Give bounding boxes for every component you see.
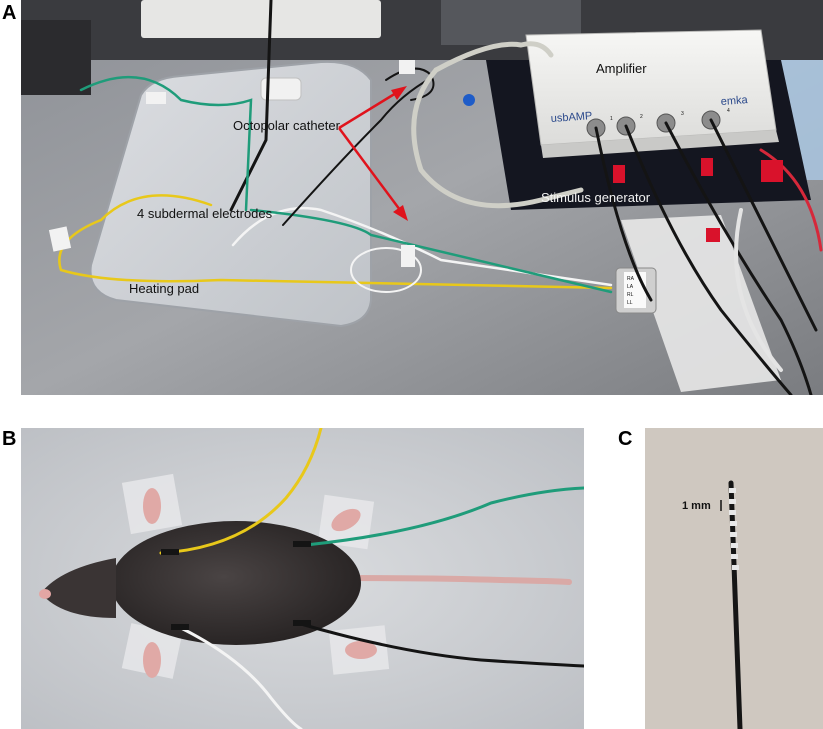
- panel-a-photo: Amplifier Octopolar catheter 4 subdermal…: [21, 0, 823, 395]
- panel-b-photo: [21, 428, 584, 729]
- catheter-electrodes: [729, 488, 739, 570]
- mouse-photo: [21, 428, 584, 729]
- mouse-tail: [338, 575, 572, 585]
- tape-piece: [48, 226, 72, 252]
- cable-tag: [761, 160, 783, 182]
- mouse-paw: [143, 488, 161, 524]
- panel-label-b: B: [2, 428, 17, 450]
- channel-3: 3: [681, 111, 684, 117]
- tape-piece: [146, 92, 166, 104]
- subdermal-electrodes-label: 4 subdermal electrodes: [137, 206, 273, 221]
- panel-label-c: C: [618, 428, 633, 450]
- channel-1: 1: [610, 116, 613, 122]
- tape-strip: [621, 215, 781, 392]
- cable-tag: [613, 165, 625, 183]
- cables: [58, 0, 823, 395]
- lead-rl: RL: [627, 292, 634, 298]
- electrode-tips: [161, 541, 311, 630]
- panel-label-a: A: [2, 2, 17, 24]
- background-device-left: [21, 20, 91, 95]
- mouse-head: [41, 558, 116, 618]
- mouse-nose: [39, 589, 51, 599]
- cable-tag: [706, 228, 720, 242]
- electrode-leads: [159, 428, 584, 729]
- cable-tag: [701, 158, 713, 176]
- annotation-arrows: [337, 86, 408, 221]
- lead-la: LA: [627, 284, 634, 290]
- channel-4: 4: [727, 108, 730, 114]
- background-device: [141, 0, 381, 38]
- octopolar-catheter-label: Octopolar catheter: [233, 118, 341, 133]
- mouse-paw: [345, 641, 377, 659]
- scale-bar-label: 1 mm: [682, 500, 711, 512]
- tape-piece: [399, 60, 415, 74]
- usbamp-brand: usbAMP: [550, 110, 592, 125]
- stimulus-generator-label: Stimulus generator: [541, 190, 651, 205]
- emka-brand: emka: [720, 94, 749, 108]
- lead-ll: LL: [627, 300, 633, 306]
- heating-pad: [89, 60, 372, 328]
- amplifier-box: [525, 29, 777, 146]
- heating-pad-label: Heating pad: [129, 281, 199, 296]
- connector-blue: [463, 94, 475, 106]
- lead-ra: RA: [627, 276, 635, 282]
- panel-c-photo: 1 mm: [645, 428, 823, 729]
- mouse-body: [111, 521, 361, 645]
- heating-pad-handle: [260, 77, 302, 101]
- mouse-paw: [331, 508, 361, 532]
- experimental-setup-photo: Amplifier Octopolar catheter 4 subdermal…: [21, 0, 823, 395]
- catheter-closeup-photo: 1 mm: [645, 428, 823, 729]
- mouse-paw: [143, 642, 161, 678]
- amplifier-label: Amplifier: [596, 61, 647, 76]
- tape-piece: [401, 245, 415, 267]
- channel-2: 2: [640, 114, 643, 120]
